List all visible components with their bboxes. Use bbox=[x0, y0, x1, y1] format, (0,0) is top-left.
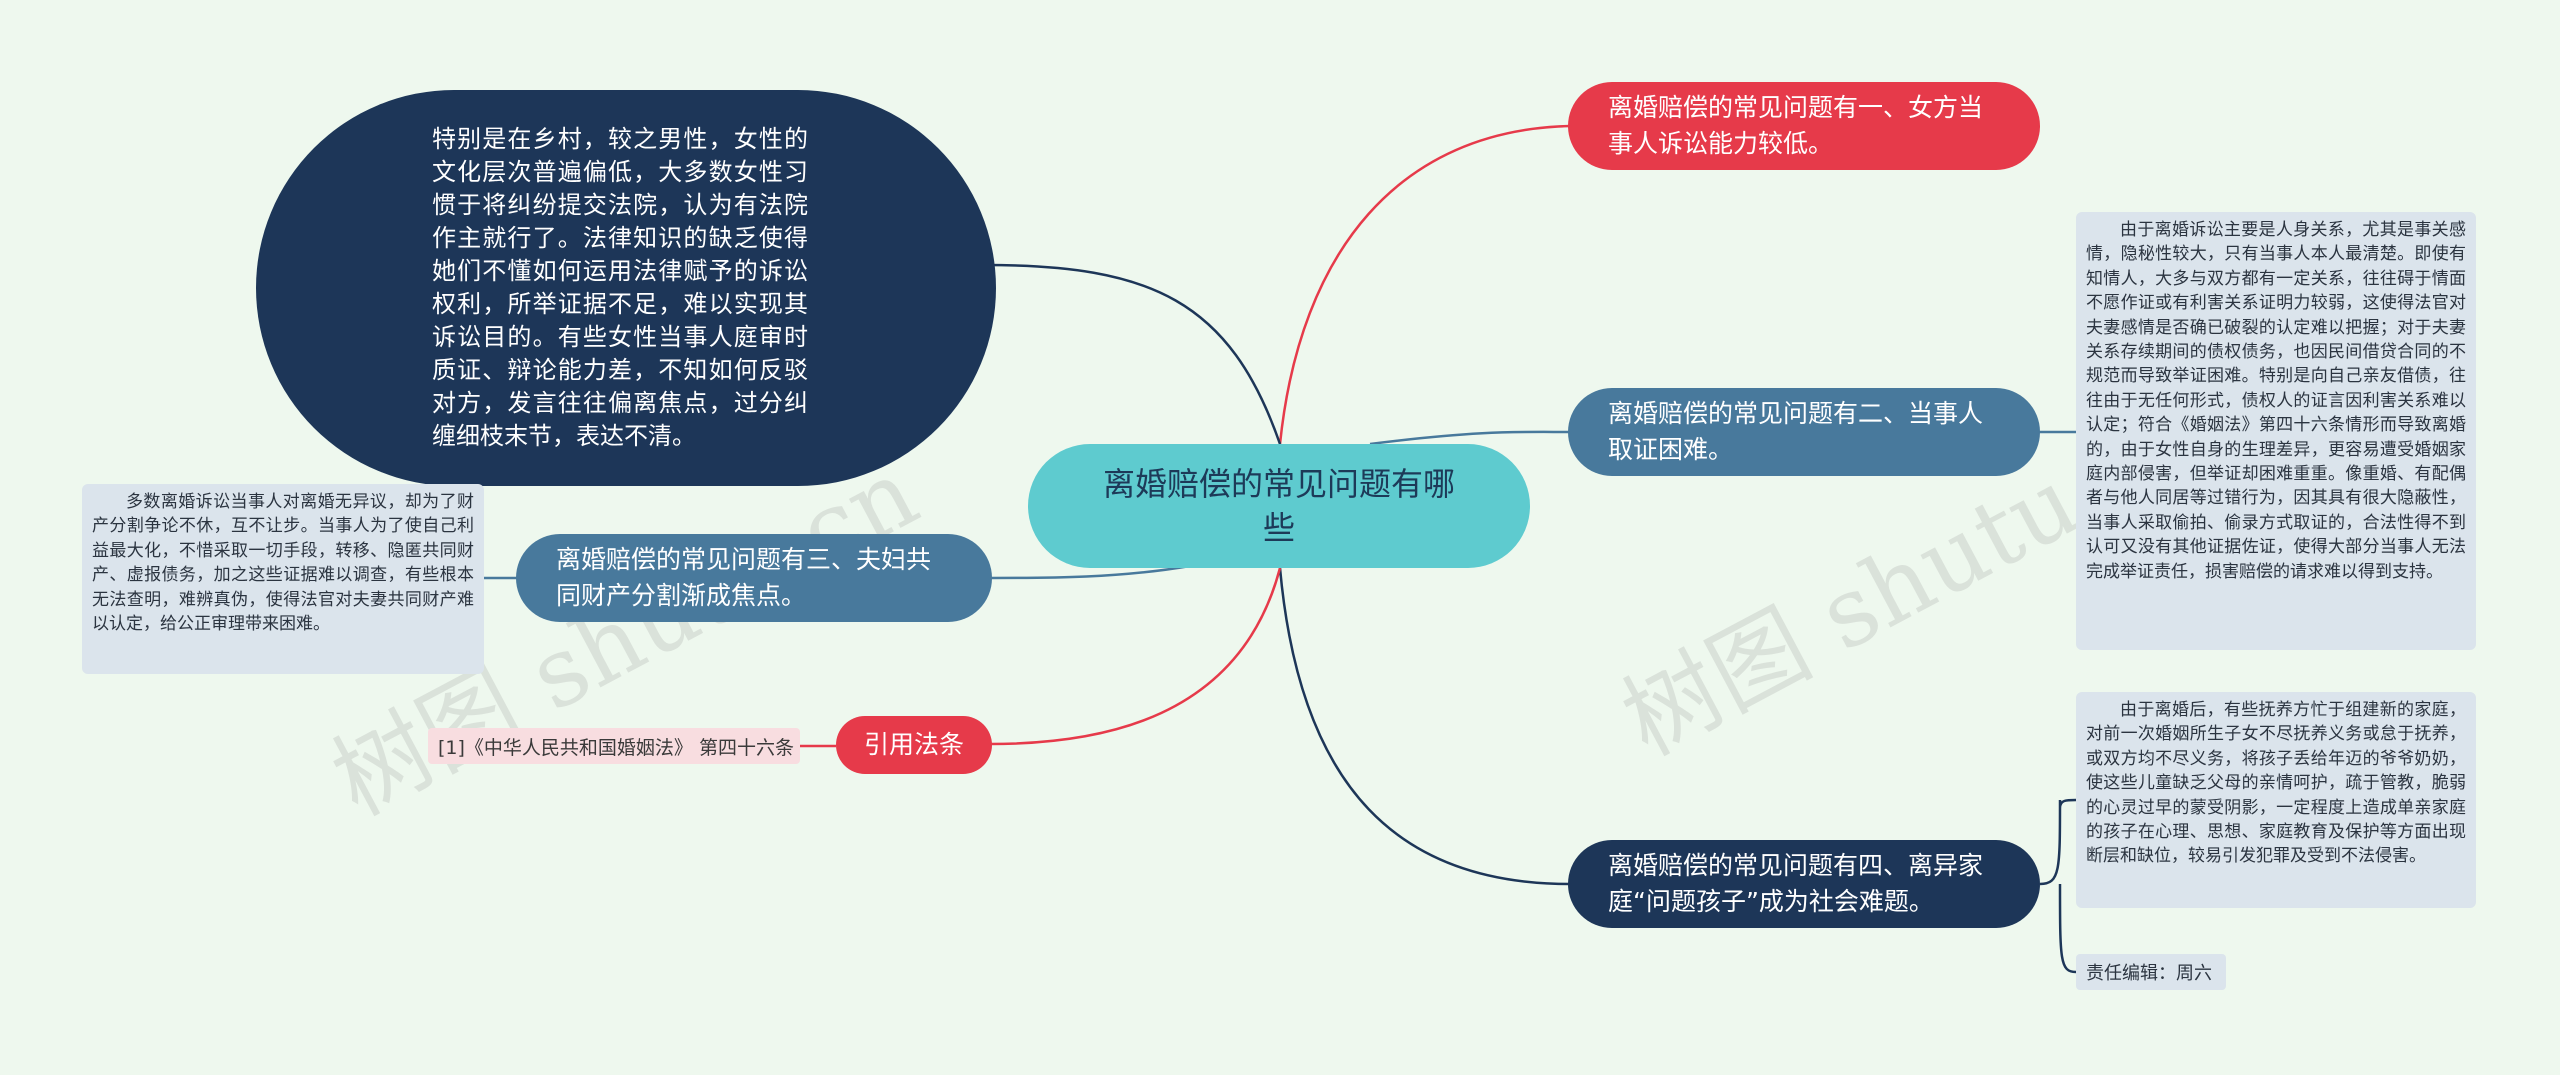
link-branch-1 bbox=[1278, 124, 1571, 445]
branch-4-label: 离婚赔偿的常见问题有四、离异家庭“问题孩子”成为社会难题。 bbox=[1608, 851, 1984, 916]
detail-4-note: 由于离婚后，有些抚养方忙于组建新的家庭，对前一次婚姻所生子女不尽抚养义务或怠于抚… bbox=[2076, 692, 2476, 908]
branch-3-label: 离婚赔偿的常见问题有三、夫妇共同财产分割渐成焦点。 bbox=[556, 545, 932, 610]
link-branch-3 bbox=[989, 564, 1191, 580]
branch-1-label: 离婚赔偿的常见问题有一、女方当事人诉讼能力较低。 bbox=[1608, 93, 1984, 158]
detail-2-text: 由于离婚诉讼主要是人身关系，尤其是事关感情，隐秘性较大，只有当事人本人最清楚。即… bbox=[2086, 220, 2466, 582]
citation-note: [1]《中华人民共和国婚姻法》 第四十六条 bbox=[428, 728, 800, 764]
branch-2-label: 离婚赔偿的常见问题有二、当事人取证困难。 bbox=[1608, 399, 1984, 464]
editor-text: 责任编辑：周六 bbox=[2086, 963, 2212, 984]
detail-1-bubble: 特别是在乡村，较之男性，女性的文化层次普遍偏低，大多数女性习惯于将纠纷提交法院，… bbox=[256, 90, 996, 486]
branch-3[interactable]: 离婚赔偿的常见问题有三、夫妇共同财产分割渐成焦点。 bbox=[516, 534, 992, 622]
citation-text: [1]《中华人民共和国婚姻法》 第四十六条 bbox=[438, 736, 794, 759]
link-branch-2 bbox=[1369, 430, 1571, 446]
editor-note: 责任编辑：周六 bbox=[2076, 954, 2226, 990]
detail-1-text: 特别是在乡村，较之男性，女性的文化层次普遍偏低，大多数女性习惯于将纠纷提交法院，… bbox=[432, 125, 808, 450]
link-detail-1 bbox=[984, 263, 1282, 445]
detail-2-note: 由于离婚诉讼主要是人身关系，尤其是事关感情，隐秘性较大，只有当事人本人最清楚。即… bbox=[2076, 212, 2476, 650]
branch-cite-label: 引用法条 bbox=[863, 730, 964, 759]
branch-cite[interactable]: 引用法条 bbox=[836, 716, 992, 774]
link-detail-4-bracket bbox=[2039, 798, 2077, 974]
branch-4[interactable]: 离婚赔偿的常见问题有四、离异家庭“问题孩子”成为社会难题。 bbox=[1568, 840, 2040, 928]
link-cite bbox=[989, 567, 1282, 746]
branch-1[interactable]: 离婚赔偿的常见问题有一、女方当事人诉讼能力较低。 bbox=[1568, 82, 2040, 170]
link-branch-4 bbox=[1278, 567, 1571, 886]
branch-2[interactable]: 离婚赔偿的常见问题有二、当事人取证困难。 bbox=[1568, 388, 2040, 476]
central-topic[interactable]: 离婚赔偿的常见问题有哪些 bbox=[1028, 444, 1530, 568]
central-topic-label: 离婚赔偿的常见问题有哪些 bbox=[1102, 465, 1455, 547]
detail-3-note: 多数离婚诉讼当事人对离婚无异议，却为了财产分割争论不休，互不让步。当事人为了使自… bbox=[82, 484, 484, 674]
detail-3-text: 多数离婚诉讼当事人对离婚无异议，却为了财产分割争论不休，互不让步。当事人为了使自… bbox=[92, 492, 474, 635]
detail-4-text: 由于离婚后，有些抚养方忙于组建新的家庭，对前一次婚姻所生子女不尽抚养义务或怠于抚… bbox=[2086, 700, 2466, 867]
